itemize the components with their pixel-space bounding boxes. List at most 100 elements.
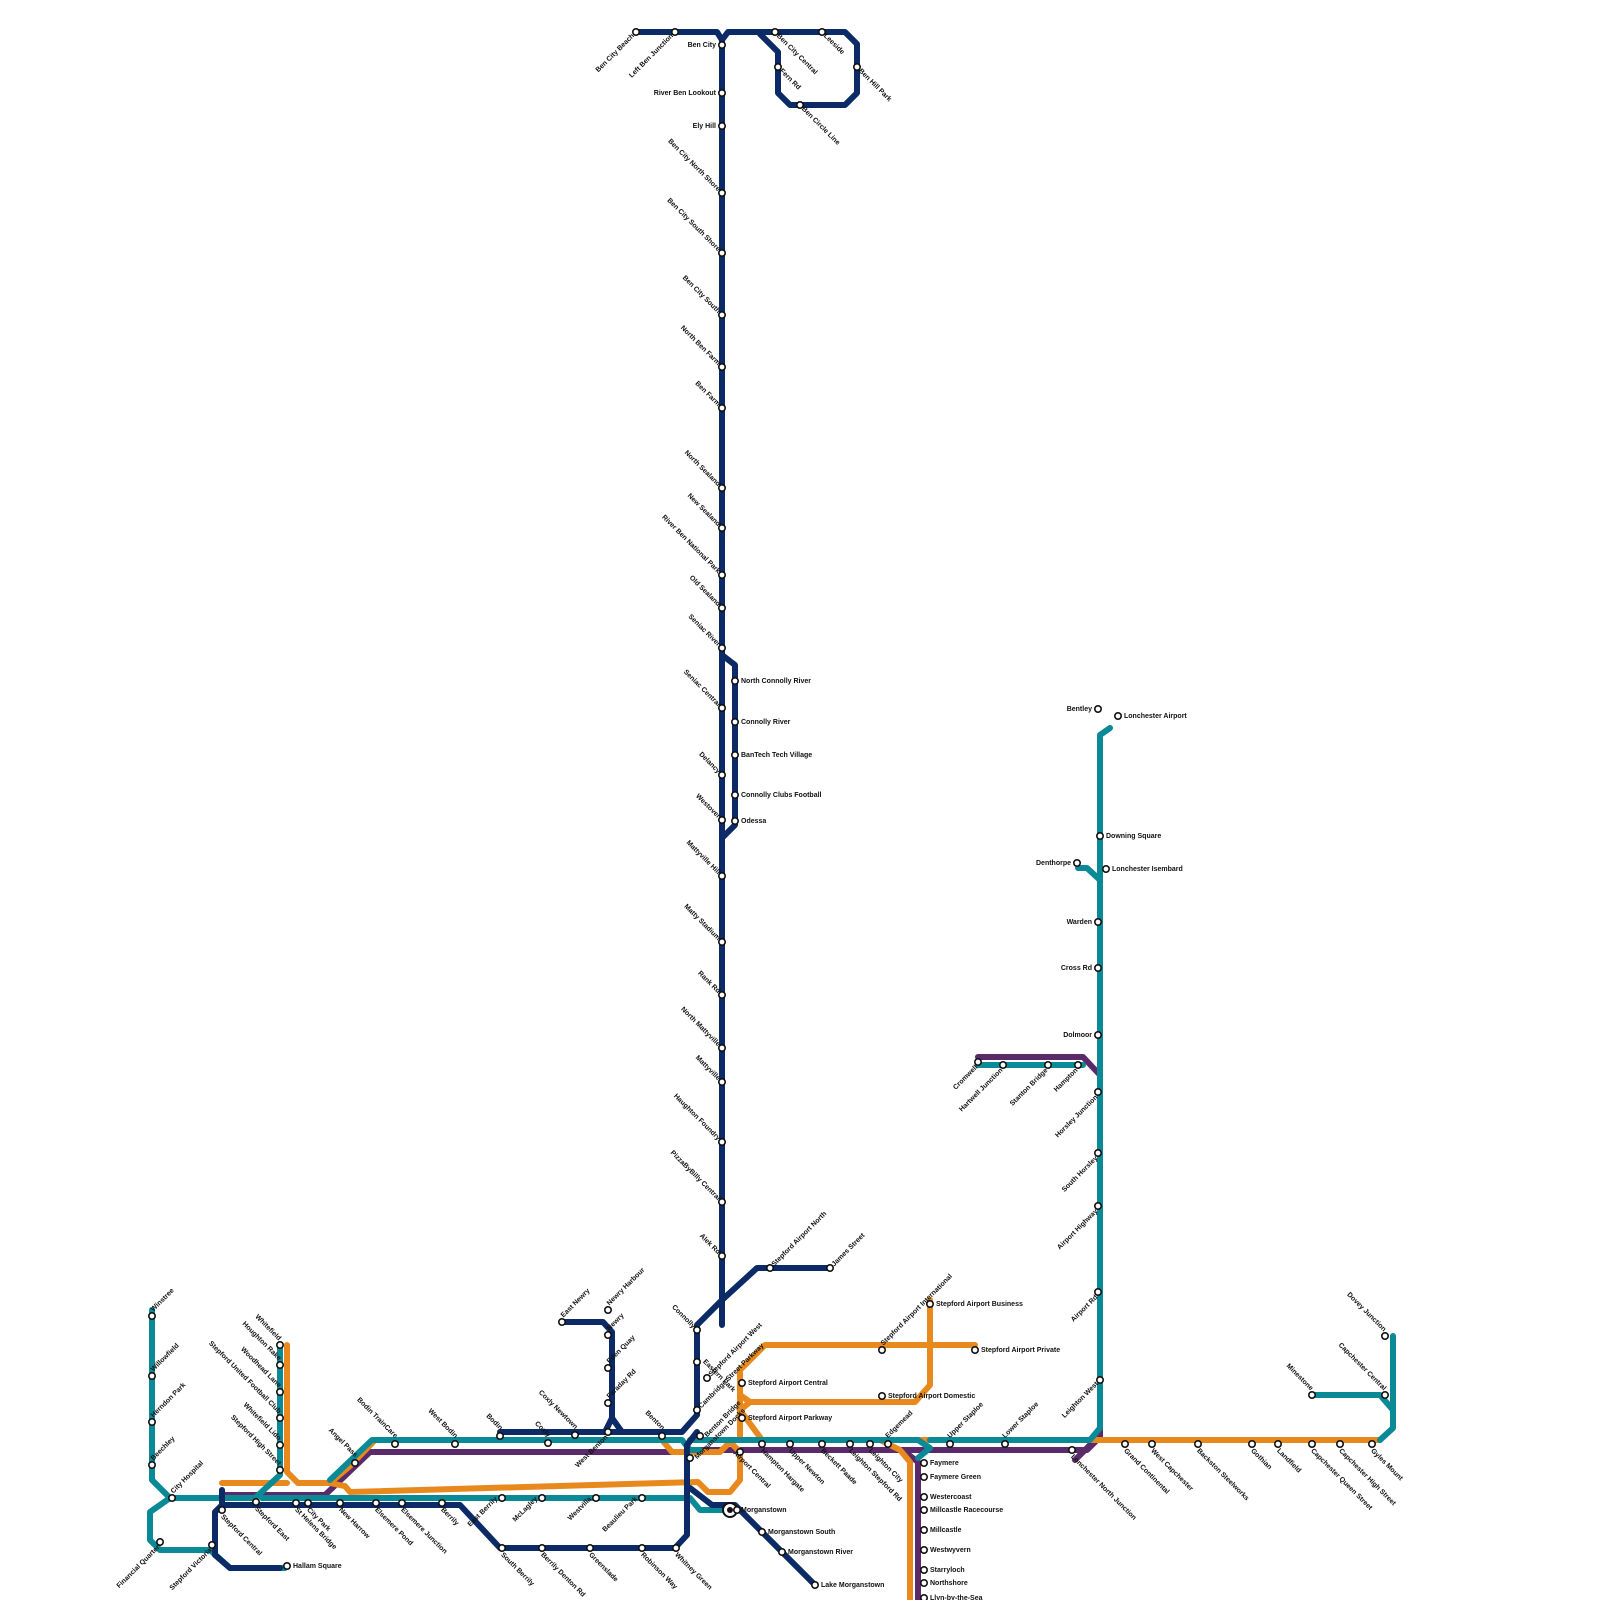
station-marker[interactable] — [719, 1045, 725, 1051]
station-marker[interactable] — [1382, 1392, 1388, 1398]
station-marker[interactable] — [1382, 1333, 1388, 1339]
station-marker[interactable] — [1069, 1447, 1075, 1453]
station-marker[interactable] — [1002, 1441, 1008, 1447]
station-bodin[interactable]: Bodin — [485, 1413, 504, 1439]
station-cromwell[interactable]: Cromwell — [952, 1059, 981, 1092]
station-marker[interactable] — [719, 1139, 725, 1145]
station-northshore[interactable]: Northshore — [921, 1580, 968, 1587]
station-marker[interactable] — [921, 1460, 927, 1466]
station-dovey-junction[interactable]: Dovey Junction — [1345, 1291, 1388, 1339]
station-marker[interactable] — [719, 1253, 725, 1259]
station-newry[interactable]: Newry — [605, 1312, 626, 1338]
station-marker[interactable] — [439, 1500, 445, 1506]
station-marker[interactable] — [787, 1441, 793, 1447]
station-marker[interactable] — [593, 1495, 599, 1501]
station-marker[interactable] — [1369, 1441, 1375, 1447]
station-marker[interactable] — [1337, 1441, 1343, 1447]
station-marker[interactable] — [921, 1474, 927, 1480]
station-north-sealand[interactable]: North Sealand — [683, 449, 725, 491]
station-stepford-airport-north[interactable]: Stepford Airport North — [767, 1210, 828, 1271]
station-marker[interactable] — [739, 1380, 745, 1386]
station-marker[interactable] — [605, 1429, 611, 1435]
station-robinson-way[interactable]: Robinson Way — [639, 1545, 679, 1591]
station-matty-stadium[interactable]: Matty Stadium — [683, 903, 726, 945]
station-marker[interactable] — [921, 1580, 927, 1586]
station-winstree[interactable]: Winstree — [149, 1287, 176, 1319]
station-marker[interactable] — [719, 605, 725, 611]
station-starryloch[interactable]: Starryloch — [921, 1567, 965, 1574]
station-marker[interactable] — [697, 1433, 703, 1439]
station-marker[interactable] — [337, 1500, 343, 1506]
station-marker[interactable] — [719, 364, 725, 370]
station-marker[interactable] — [672, 29, 678, 35]
station-marker[interactable] — [209, 1542, 215, 1548]
station-morganstown[interactable]: Morganstown — [734, 1507, 787, 1514]
station-marker[interactable] — [921, 1494, 927, 1500]
station-marker[interactable] — [779, 1549, 785, 1555]
station-marker[interactable] — [499, 1495, 505, 1501]
station-marker[interactable] — [277, 1342, 283, 1348]
station-ben-city-south[interactable]: Ben City South — [681, 275, 725, 319]
station-elsemere-junction[interactable]: Elsemere Junction — [399, 1500, 448, 1556]
station-marker[interactable] — [975, 1059, 981, 1065]
station-marker[interactable] — [545, 1440, 551, 1446]
station-marker[interactable] — [219, 1507, 225, 1513]
station-haughton-foundry[interactable]: Haughton Foundry — [672, 1093, 725, 1145]
station-marker[interactable] — [1095, 1289, 1101, 1295]
station-marker[interactable] — [719, 705, 725, 711]
station-marker[interactable] — [1309, 1441, 1315, 1447]
station-millcastle[interactable]: Millcastle — [921, 1527, 962, 1534]
station-marker[interactable] — [149, 1313, 155, 1319]
station-marker[interactable] — [149, 1462, 155, 1468]
station-marker[interactable] — [639, 1495, 645, 1501]
station-connolly-river[interactable]: Connolly River — [732, 719, 791, 726]
station-marker[interactable] — [1095, 965, 1101, 971]
station-marker[interactable] — [352, 1460, 358, 1466]
station-marker[interactable] — [687, 1455, 693, 1461]
station-marker[interactable] — [293, 1500, 299, 1506]
station-marker[interactable] — [885, 1441, 891, 1447]
station-lonchester-north-junction[interactable]: Lonchester North Junction — [1069, 1447, 1138, 1522]
station-marker[interactable] — [392, 1441, 398, 1447]
station-marker[interactable] — [879, 1347, 885, 1353]
station-connolly-clubs-football[interactable]: Connolly Clubs Football — [732, 792, 822, 799]
station-marker[interactable] — [305, 1500, 311, 1506]
station-marker[interactable] — [719, 772, 725, 778]
station-marker[interactable] — [277, 1415, 283, 1421]
station-marker[interactable] — [719, 525, 725, 531]
station-millcastle-racecourse[interactable]: Millcastle Racecourse — [921, 1507, 1003, 1514]
station-angel-pass[interactable]: Angel Pass — [327, 1427, 359, 1466]
station-dolmoor[interactable]: Dolmoor — [1063, 1032, 1101, 1039]
station-marker[interactable] — [759, 1441, 765, 1447]
station-stepford-airport-central[interactable]: Stepford Airport Central — [739, 1380, 828, 1387]
station-lonchester-isembard[interactable]: Lonchester Isembard — [1103, 866, 1183, 873]
station-marker[interactable] — [253, 1499, 259, 1505]
station-marker[interactable] — [1095, 1150, 1101, 1156]
station-ben-circle-line[interactable]: Ben Circle Line — [797, 102, 841, 147]
station-marker[interactable] — [1195, 1441, 1201, 1447]
station-marker[interactable] — [719, 817, 725, 823]
station-marker[interactable] — [639, 1545, 645, 1551]
station-marker[interactable] — [149, 1419, 155, 1425]
station-ben-city[interactable]: Ben City — [688, 42, 726, 49]
station-marker[interactable] — [497, 1433, 503, 1439]
station-ben-city-south-shore[interactable]: Ben City South Shore — [665, 197, 725, 256]
station-marker[interactable] — [1074, 860, 1080, 866]
station-marker[interactable] — [277, 1467, 283, 1473]
station-capchester-high-street[interactable]: Capchester High Street — [1337, 1441, 1398, 1508]
station-marker[interactable] — [499, 1545, 505, 1551]
station-marker[interactable] — [149, 1373, 155, 1379]
station-marker[interactable] — [539, 1495, 545, 1501]
station-airport-highway[interactable]: Airport Highway — [1056, 1203, 1101, 1251]
station-marker[interactable] — [673, 1545, 679, 1551]
station-marker[interactable] — [927, 1301, 933, 1307]
station-marker[interactable] — [719, 939, 725, 945]
station-marker[interactable] — [719, 42, 725, 48]
station-marker[interactable] — [605, 1332, 611, 1338]
station-marker[interactable] — [847, 1441, 853, 1447]
station-faymere-green[interactable]: Faymere Green — [921, 1474, 981, 1481]
station-north-connolly-river[interactable]: North Connolly River — [732, 678, 811, 685]
station-marker[interactable] — [157, 1539, 163, 1545]
station-stepford-airport-domestic[interactable]: Stepford Airport Domestic — [879, 1393, 976, 1400]
station-river-ben-lookout[interactable]: River Ben Lookout — [654, 90, 725, 97]
